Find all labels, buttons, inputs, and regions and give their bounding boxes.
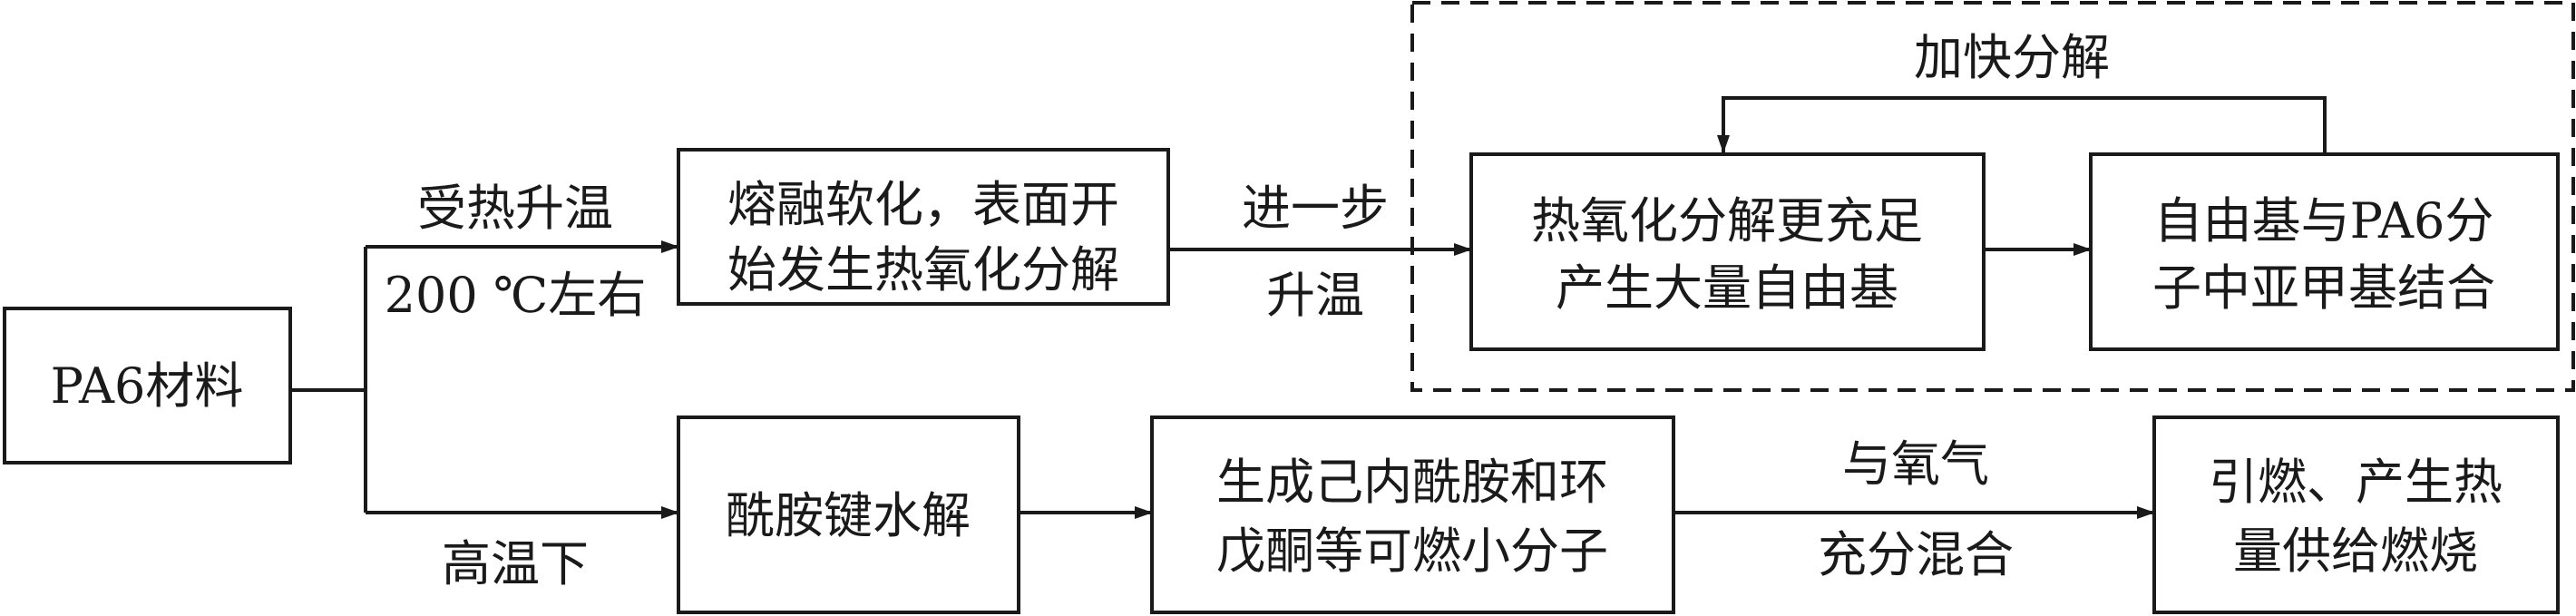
edge-high-temp: 高温下 bbox=[366, 506, 679, 592]
edge-label-with-oxygen: 与氧气 bbox=[1842, 435, 1989, 493]
node-amide-hydrolysis: 酰胺键水解 bbox=[677, 416, 1020, 614]
node-label-ignite-burn-1: 引燃、产生热 bbox=[2209, 454, 2503, 511]
node-label-free-radical-bind-2: 子中亚甲基结合 bbox=[2152, 259, 2495, 317]
node-label-thermo-oxidative-2: 产生大量自由基 bbox=[1556, 259, 1898, 317]
node-label-small-molecules-2: 戊酮等可燃小分子 bbox=[1216, 523, 1608, 580]
node-label-thermo-oxidative-1: 热氧化分解更充足 bbox=[1531, 192, 1923, 249]
node-label-free-radical-bind-1: 自由基与PA6分 bbox=[2154, 192, 2494, 249]
edge-label-heat-rise: 受热升温 bbox=[417, 180, 613, 237]
edge-label-heat: 升温 bbox=[1266, 267, 1364, 324]
edge-heat-upper: 受热升温 200 ℃左右 bbox=[366, 180, 679, 324]
node-label-amide-hydrolysis: 酰胺键水解 bbox=[726, 487, 971, 544]
node-thermo-oxidative: 热氧化分解更充足 产生大量自由基 bbox=[1469, 152, 1986, 351]
node-label-ignite-burn-2: 量供给燃烧 bbox=[2233, 523, 2478, 580]
edge-label-further: 进一步 bbox=[1242, 180, 1389, 237]
node-label-small-molecules-1: 生成己内酰胺和环 bbox=[1216, 454, 1608, 511]
edge-label-200c: 200 ℃左右 bbox=[385, 267, 647, 324]
feedback-loop-arrow bbox=[1717, 96, 2327, 154]
node-free-radical-bind: 自由基与PA6分 子中亚甲基结合 bbox=[2089, 152, 2560, 351]
edge-mix-oxygen: 与氧气 充分混合 bbox=[1673, 435, 2155, 583]
node-ignite-burn: 引燃、产生热 量供给燃烧 bbox=[2152, 416, 2560, 614]
edge-label-fully-mixed: 充分混合 bbox=[1818, 526, 2014, 583]
node-pa6-material: PA6材料 bbox=[3, 307, 292, 464]
node-label-pa6-material: PA6材料 bbox=[51, 357, 244, 415]
node-label-melt-soften-1: 熔融软化，表面开 bbox=[727, 176, 1119, 233]
node-small-molecules: 生成己内酰胺和环 戊酮等可燃小分子 bbox=[1150, 416, 1675, 614]
fast-decomposition-group bbox=[1410, 1, 2575, 392]
edge-label-high-temp: 高温下 bbox=[442, 535, 589, 592]
edge-further-heat: 进一步 升温 bbox=[1168, 180, 1472, 324]
node-label-melt-soften-2: 始发生热氧化分解 bbox=[727, 241, 1119, 298]
node-melt-soften: 熔融软化，表面开 始发生热氧化分解 bbox=[677, 148, 1170, 306]
group-label-fast-decomposition: 加快分解 bbox=[1914, 29, 2110, 86]
